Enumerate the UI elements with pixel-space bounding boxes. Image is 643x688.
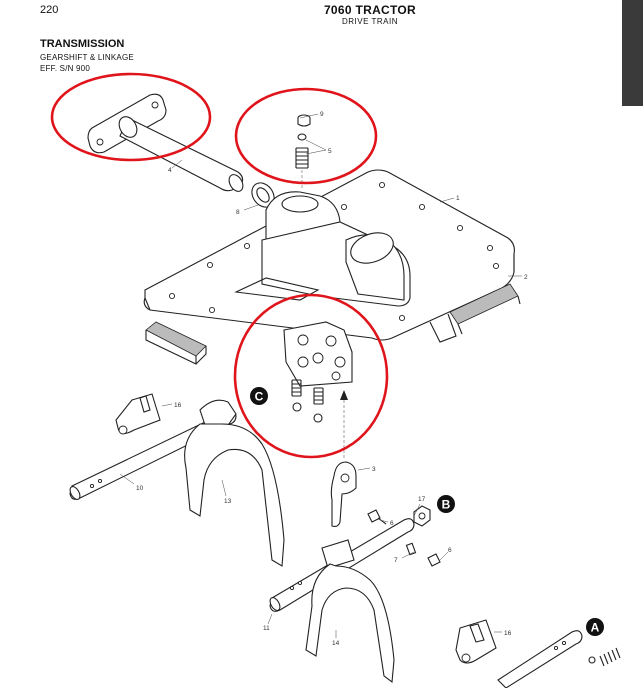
scroll-strip — [622, 0, 643, 106]
part-3-shift-finger — [330, 461, 357, 528]
page-title: 7060 TRACTOR — [323, 3, 417, 17]
detent-springs — [291, 379, 324, 423]
callout-13: 13 — [224, 498, 232, 505]
callout-11: 11 — [263, 625, 270, 632]
section-title: TRANSMISSION — [40, 38, 125, 50]
badge-a-label: A — [591, 621, 600, 635]
part-a-spring-ball — [588, 647, 621, 667]
highlight-circle-detent — [233, 293, 389, 459]
part-14-shift-fork — [305, 539, 395, 684]
badge-a: A — [586, 618, 604, 636]
page-subtitle: DRIVE TRAIN — [341, 17, 399, 26]
rail-bottom-right — [497, 630, 583, 688]
part-2-gasket-right — [449, 283, 521, 335]
highlight-circle-plug-spring — [234, 87, 378, 185]
detent-block — [283, 321, 353, 387]
page-number: 220 — [40, 4, 59, 16]
part-2-gasket-left — [145, 321, 207, 365]
section-effective-serial: EFF. S/N 900 — [40, 64, 90, 73]
callout-16-left: 16 — [174, 402, 182, 409]
part-16-bracket-left — [115, 393, 161, 435]
part-17-nut — [413, 505, 431, 527]
callout-9: 9 — [320, 111, 324, 118]
part-6-bolt-upper — [367, 509, 387, 525]
badge-b-label: B — [442, 498, 451, 512]
callout-7: 7 — [394, 557, 398, 564]
badge-b: B — [437, 495, 455, 513]
callout-1: 1 — [456, 195, 460, 202]
highlight-circle-shaft — [50, 72, 212, 162]
part-1-cover-housing — [143, 169, 515, 343]
part-4-shaft — [87, 93, 244, 192]
part-16-bracket-right — [455, 619, 497, 664]
part-7-pin — [405, 542, 417, 556]
callout-6-lower: 6 — [448, 547, 452, 554]
leader-lines — [119, 113, 522, 638]
callout-2: 2 — [524, 274, 528, 281]
part-5-spring-top — [295, 147, 309, 190]
part-11-shift-rail — [269, 518, 415, 612]
callout-16-right: 16 — [504, 630, 512, 637]
callout-14: 14 — [332, 640, 340, 647]
badge-c-label: C — [255, 390, 264, 404]
badge-c: C — [250, 387, 268, 405]
callout-4: 4 — [168, 167, 172, 174]
part-6-bolt-lower — [427, 553, 441, 567]
callout-numbers: 9 5 4 8 1 2 16 10 13 3 17 6 7 6 11 14 16 — [136, 111, 528, 647]
callout-5: 5 — [328, 148, 332, 155]
callout-10: 10 — [136, 485, 144, 492]
callout-17: 17 — [418, 496, 426, 503]
callout-3: 3 — [372, 466, 376, 473]
callout-6-upper: 6 — [390, 520, 394, 527]
callout-8: 8 — [236, 209, 240, 216]
part-13-shift-fork — [184, 399, 285, 567]
part-9-plug — [297, 114, 311, 141]
section-subtitle: GEARSHIFT & LINKAGE — [40, 53, 134, 62]
